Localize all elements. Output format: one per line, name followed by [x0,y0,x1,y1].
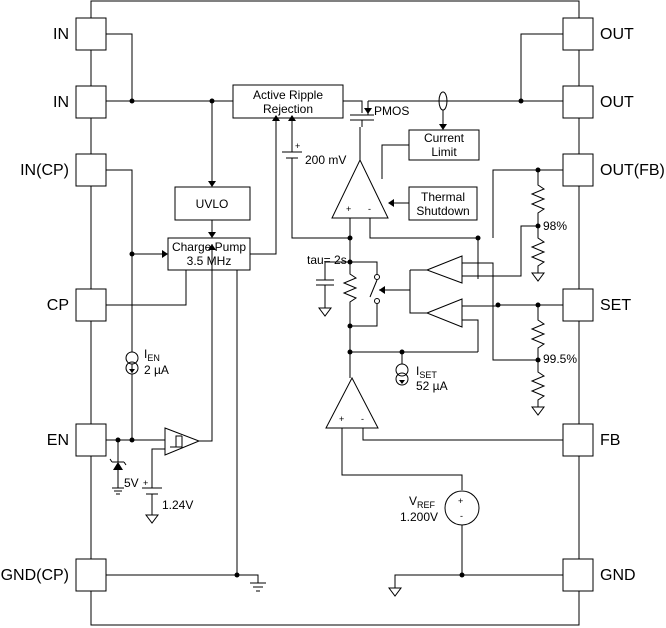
window-comparator-top [425,255,463,284]
buffer-amp-plus: + [339,414,344,424]
thermal-shutdown-label-1: Thermal [421,190,465,204]
pin-label-out-fb: OUT(FB) [600,162,665,179]
zener-label: 5V [124,476,139,490]
pin-label-in-1: IN [53,26,69,43]
charge-pump-label-2: 3.5 MHz [187,254,232,268]
error-amplifier: + - [331,158,389,219]
divider-995-label: 99.5% [543,352,577,366]
uvlo-block: UVLO [174,186,251,221]
pmos-transistor: PMOS [350,100,409,127]
pin-label-in-cp: IN(CP) [20,162,69,179]
pin-gnd-cp: GND(CP) [1,558,107,592]
ien-sub: EN [147,353,160,363]
current-limit-label-1: Current [424,131,465,145]
vref-source: + - VREF 1.200V [400,490,480,526]
pin-out-fb: OUT(FB) [562,153,665,187]
tau-resistor [342,262,358,326]
tau-switch [350,261,410,327]
pin-label-gnd: GND [600,567,636,584]
pin-out-2: OUT [562,85,634,119]
vref-value: 1.200V [400,510,438,524]
vref-label: VREF [409,494,436,510]
vref-sub: REF [417,500,436,510]
pin-in-cp: IN(CP) [20,153,107,187]
charge-pump-label-1: Charge Pump [172,240,246,254]
ien-main: I [144,347,147,361]
current-limit-label-2: Limit [431,145,457,159]
buffer-amplifier: + - [325,376,379,429]
pin-label-in-2: IN [53,94,69,111]
pin-label-fb: FB [600,432,620,449]
uvlo-label: UVLO [196,197,229,211]
pin-en: EN [47,423,107,457]
vref-main: V [409,494,417,508]
pin-label-out-1: OUT [600,26,634,43]
pin-label-out-2: OUT [600,94,634,111]
v200mv-plus: + [295,141,300,151]
error-amp-minus: - [368,204,371,214]
buffer-amp-minus: - [361,414,364,424]
vref-plus: + [458,496,463,506]
ref-1v24: + 1.24V [142,448,193,524]
pin-label-en: EN [47,432,69,449]
divider-995: 99.5% [530,305,577,416]
divider-98-label: 98% [543,219,567,233]
divider-98: 98% [530,170,567,282]
iset-label: ISET [416,364,437,380]
gnd-cp-ground [250,582,266,592]
thermal-shutdown-label-2: Shutdown [416,204,469,218]
in-wiring [106,33,233,187]
pin-label-cp: CP [47,297,69,314]
zener-5v: 5V [109,440,139,495]
pin-in-1: IN [53,17,107,51]
pin-cp: CP [47,288,107,322]
iset-main: I [416,364,419,378]
tau-label: tau= 2s [307,253,347,267]
v200mv-source: + 200 mV [282,141,346,167]
ien-label: IEN [144,347,160,363]
charge-pump-block: Charge Pump 3.5 MHz [167,237,251,271]
thermal-shutdown-block: Thermal Shutdown [408,186,478,221]
iset-value: 52 µA [416,379,448,393]
v200mv-label: 200 mV [305,153,346,167]
vref-minus: - [460,511,463,521]
pin-out-1: OUT [562,17,634,51]
current-sense [438,91,448,130]
window-comparator-bottom [425,298,463,328]
pin-fb: FB [562,423,620,457]
pin-label-gnd-cp: GND(CP) [1,567,69,584]
arr-label-2: Rejection [263,102,313,116]
ref-1v24-plus: + [143,478,148,488]
pmos-label: PMOS [374,104,409,118]
iset-sub: SET [419,370,437,380]
pin-set: SET [562,288,631,322]
ien-value: 2 µA [144,363,169,377]
arr-label-1: Active Ripple [253,88,323,102]
ref-1v24-label: 1.24V [162,498,193,512]
error-amp-plus: + [346,204,351,214]
en-comparator [164,427,201,456]
tau-capacitor: tau= 2s [307,253,350,317]
iset-current-source: ISET 52 µA [395,352,448,393]
current-limit-block: Current Limit [408,129,480,161]
pin-in-2: IN [53,85,107,119]
pin-gnd: GND [562,558,636,592]
pin-label-set: SET [600,297,631,314]
active-ripple-rejection-block: Active Ripple Rejection [232,84,344,119]
ien-current-source: IEN 2 µA [125,347,169,377]
